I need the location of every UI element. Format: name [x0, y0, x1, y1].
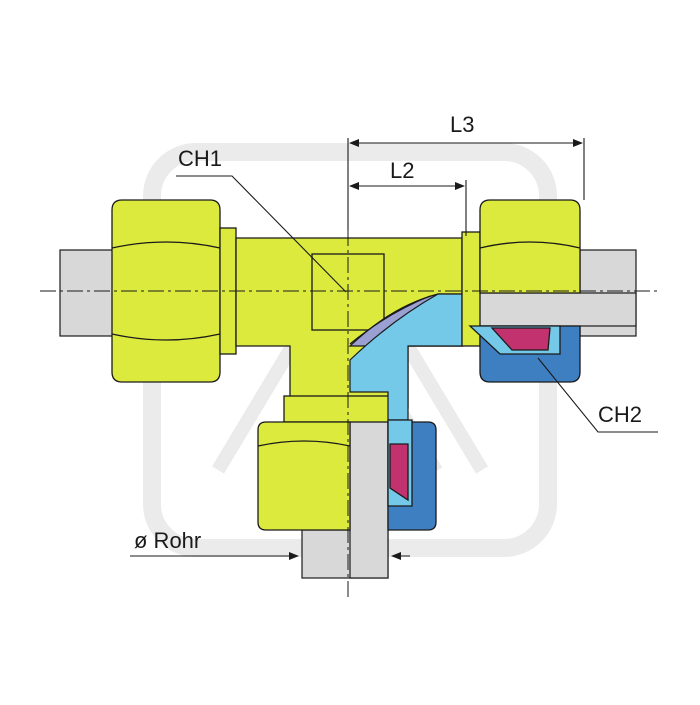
dimension-l3 — [347, 138, 585, 230]
centre-lines — [40, 230, 660, 600]
label-tube-diameter: ø Rohr — [134, 528, 201, 553]
bottom-union-nut — [257, 419, 437, 531]
leader-ch1 — [176, 175, 347, 293]
dimension-l2 — [349, 180, 467, 236]
label-l3: L3 — [450, 112, 474, 137]
tube-left — [59, 249, 119, 337]
tube-right — [462, 249, 637, 337]
tee-section — [348, 293, 463, 421]
right-union-nut — [461, 199, 581, 383]
label-l2: L2 — [390, 158, 414, 183]
leader-ch2 — [537, 357, 658, 433]
label-ch1: CH1 — [178, 146, 222, 171]
tube-bottom — [301, 409, 389, 579]
left-union-nut — [111, 199, 237, 383]
label-ch2: CH2 — [598, 402, 642, 427]
